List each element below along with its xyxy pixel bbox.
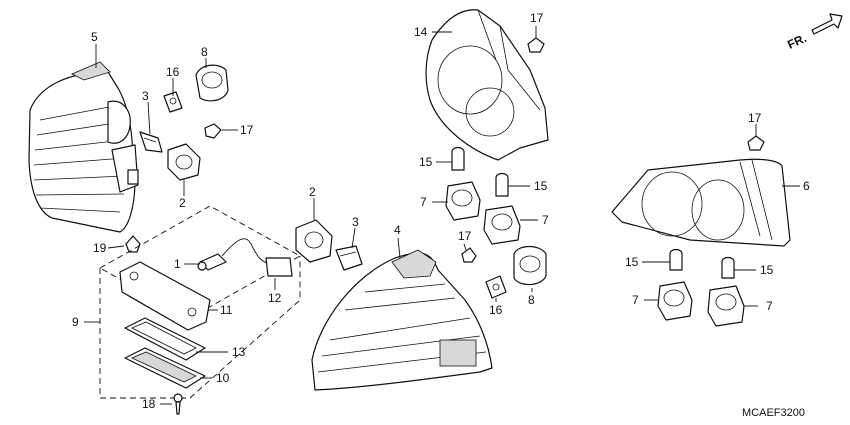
- socket-7-c: [657, 281, 693, 321]
- bulb-16-center: [485, 275, 507, 299]
- callout-6: 6: [803, 179, 810, 193]
- outer-tail-light-left: [28, 61, 139, 233]
- callout-4: 4: [394, 223, 401, 237]
- bulb-3-left: [139, 131, 163, 153]
- socket-7-d: [707, 285, 745, 327]
- screw-18: [173, 393, 183, 415]
- callout-16: 16: [489, 303, 503, 317]
- lens-10: [124, 347, 206, 389]
- socket-8-center: [513, 245, 547, 286]
- diagram-code: MCAEF3200: [742, 407, 805, 419]
- callout-2: 2: [309, 185, 316, 199]
- callout-5: 5: [91, 30, 98, 44]
- callout-2: 2: [179, 196, 186, 210]
- callout-18: 18: [142, 397, 156, 411]
- callout-15: 15: [534, 179, 548, 193]
- clip-17-top: [527, 37, 545, 53]
- callout-3: 3: [352, 215, 359, 229]
- trunk-light-6: [611, 158, 791, 247]
- clip-17-right: [747, 135, 765, 151]
- callout-17: 17: [240, 123, 254, 137]
- callout-17: 17: [458, 229, 472, 243]
- callout-17: 17: [530, 11, 544, 25]
- callout-3: 3: [142, 89, 149, 103]
- callout-7: 7: [632, 293, 639, 307]
- socket-8-left: [195, 64, 229, 102]
- callout-15: 15: [625, 255, 639, 269]
- inner-tail-light: [311, 249, 493, 391]
- clip-17-center: [461, 247, 477, 263]
- callout-16: 16: [166, 65, 180, 79]
- clip-17-left: [204, 123, 222, 139]
- callout-1: 1: [174, 257, 181, 271]
- front-direction-label: FR.: [785, 31, 808, 52]
- front-direction-arrow-icon: [811, 13, 843, 35]
- license-light-box: [99, 205, 301, 399]
- socket-7-b: [483, 205, 521, 245]
- socket-2-center: [295, 219, 333, 263]
- callout-8: 8: [528, 293, 535, 307]
- tail-light-housing-14: [425, 9, 549, 161]
- license-light-base-11: [119, 261, 211, 331]
- socket-7-a: [445, 181, 481, 221]
- harness-1-12: [197, 238, 293, 277]
- callout-12: 12: [268, 291, 282, 305]
- callout-8: 8: [201, 45, 208, 59]
- bulb-15-c: [669, 248, 683, 271]
- callout-15: 15: [760, 263, 774, 277]
- callout-10: 10: [216, 371, 230, 385]
- gasket-13: [124, 317, 206, 361]
- bulb-15-a: [451, 146, 465, 171]
- callout-7: 7: [766, 299, 773, 313]
- callout-11: 11: [220, 303, 233, 317]
- bulb-3-center: [335, 245, 363, 271]
- bulb-16-left: [163, 91, 183, 113]
- bulb-15-b: [495, 172, 509, 197]
- callout-9: 9: [72, 315, 79, 329]
- callout-7: 7: [420, 195, 427, 209]
- callout-14: 14: [414, 25, 428, 39]
- callout-19: 19: [93, 241, 107, 255]
- leader-lines: [84, 26, 800, 405]
- clip-19: [125, 235, 141, 253]
- bulb-15-d: [721, 256, 735, 279]
- socket-2-left: [167, 143, 201, 181]
- callout-17: 17: [748, 111, 762, 125]
- callout-13: 13: [232, 345, 246, 359]
- callout-7: 7: [542, 213, 549, 227]
- callout-15: 15: [419, 155, 433, 169]
